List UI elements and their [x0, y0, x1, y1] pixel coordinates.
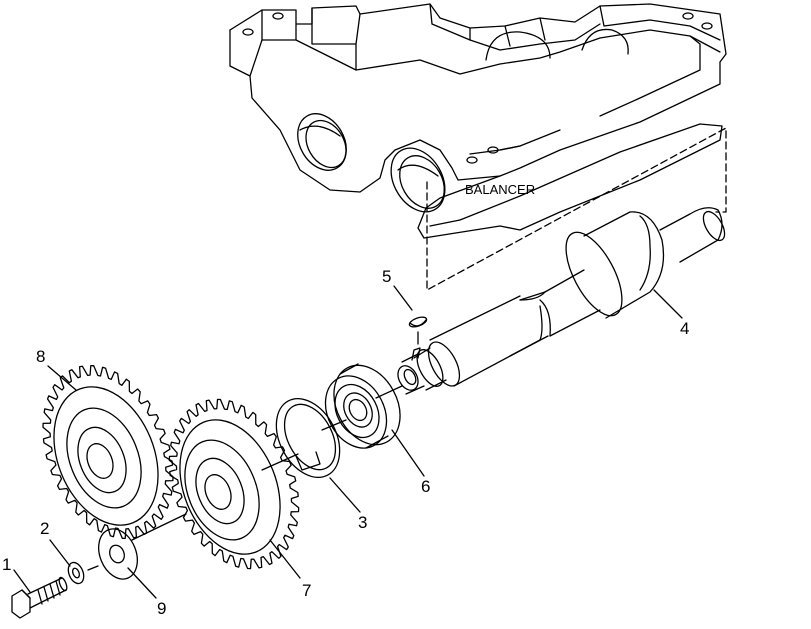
leader-lines — [13, 285, 683, 599]
gear-7 — [168, 398, 300, 570]
bolt — [11, 576, 68, 619]
callout-2: 2 — [40, 519, 49, 538]
callout-1: 1 — [2, 555, 11, 574]
callout-6: 6 — [421, 477, 430, 496]
callout-3: 3 — [358, 513, 367, 532]
retaining-ring — [275, 398, 341, 478]
callout-5: 5 — [382, 267, 391, 286]
callout-9: 9 — [157, 599, 166, 618]
woodruff-key — [408, 316, 428, 328]
callout-4: 4 — [680, 319, 689, 338]
gear-8 — [42, 364, 174, 540]
callout-7: 7 — [302, 581, 311, 600]
lock-washer — [67, 561, 85, 585]
balancer-label: BALANCER — [465, 182, 535, 197]
bearing — [324, 363, 401, 449]
balancer-housing — [229, 3, 727, 239]
callout-8: 8 — [36, 347, 45, 366]
callouts: 1 2 3 4 5 6 7 8 9 — [2, 267, 689, 618]
assembly-axis-lines — [87, 331, 419, 571]
dashed-reference-lines — [426, 127, 727, 291]
washer — [98, 528, 138, 580]
balancer-shaft — [397, 207, 726, 395]
